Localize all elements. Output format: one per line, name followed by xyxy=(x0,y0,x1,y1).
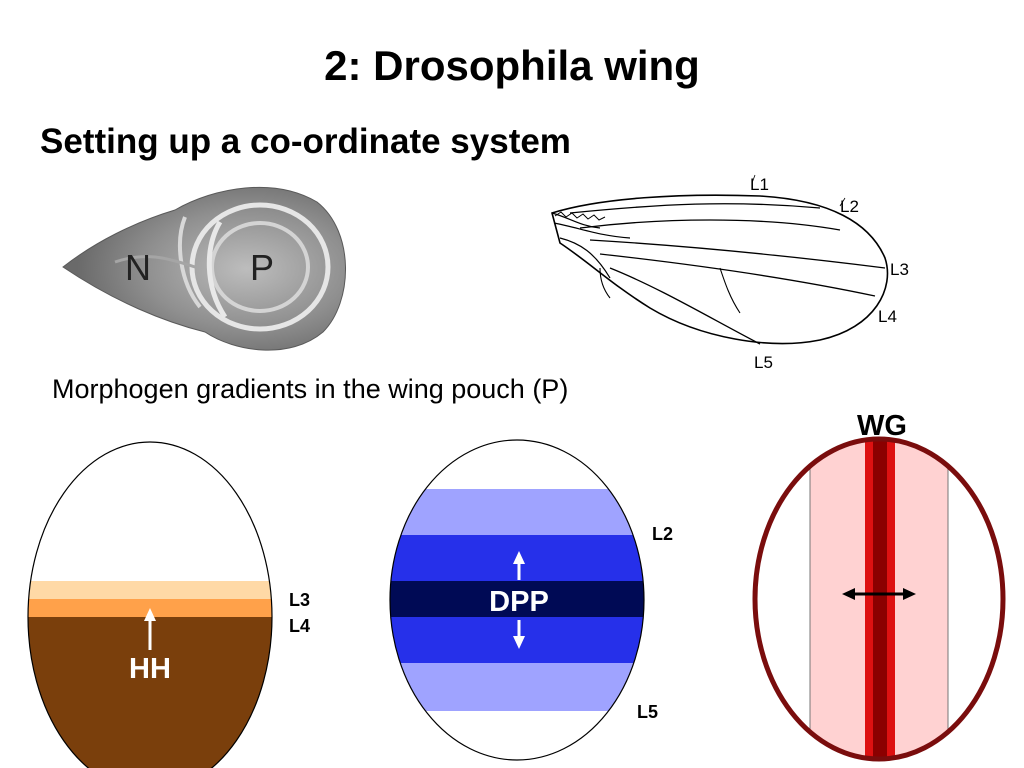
slide-subtitle: Setting up a co-ordinate system xyxy=(40,122,571,161)
dpp-source-band xyxy=(390,581,644,617)
wg-border xyxy=(752,436,1006,762)
slide-title: 2: Drosophila wing xyxy=(324,42,700,89)
wg-arrow-left-head xyxy=(842,588,855,600)
wg-gradient-panel: WG xyxy=(752,410,1006,762)
wing-label-l4: L4 xyxy=(878,307,897,326)
dpp-l5-label: L5 xyxy=(637,702,658,722)
hh-l4-label: L4 xyxy=(289,616,310,636)
dpp-light-band-bottom xyxy=(390,663,644,711)
disc-label-p: P xyxy=(250,247,274,288)
wing-label-l3: L3 xyxy=(890,260,909,279)
dpp-l2-label: L2 xyxy=(652,524,673,544)
hh-l3-label: L3 xyxy=(289,590,310,610)
dpp-arrow-down-head xyxy=(513,636,525,649)
hh-light-stripe xyxy=(28,581,272,599)
wg-arrow-right-head xyxy=(903,588,916,600)
dpp-light-band-top xyxy=(390,489,644,535)
dpp-mid-band-bottom xyxy=(390,617,644,663)
dpp-gradient-panel: DPP L2 L5 xyxy=(389,439,673,761)
hh-gradient-panel: HH L3 L4 xyxy=(27,441,310,768)
adult-wing-diagram: L1 L2 L3 L4 L5 xyxy=(551,174,909,372)
hh-source-region xyxy=(28,617,272,768)
panel-caption: Morphogen gradients in the wing pouch (P… xyxy=(52,374,569,404)
wing-disc-image: N P xyxy=(62,186,346,351)
wing-label-l1: L1 xyxy=(750,175,769,194)
disc-label-n: N xyxy=(125,247,151,288)
dpp-arrow-up-head xyxy=(513,551,525,564)
wing-label-l2: L2 xyxy=(840,197,859,216)
hh-arrow-head xyxy=(144,608,156,621)
hh-top-region xyxy=(28,442,272,581)
wing-label-l5: L5 xyxy=(754,353,773,372)
wg-source-stripe xyxy=(873,439,887,759)
dpp-label: DPP xyxy=(489,586,549,618)
hh-label: HH xyxy=(129,653,171,685)
